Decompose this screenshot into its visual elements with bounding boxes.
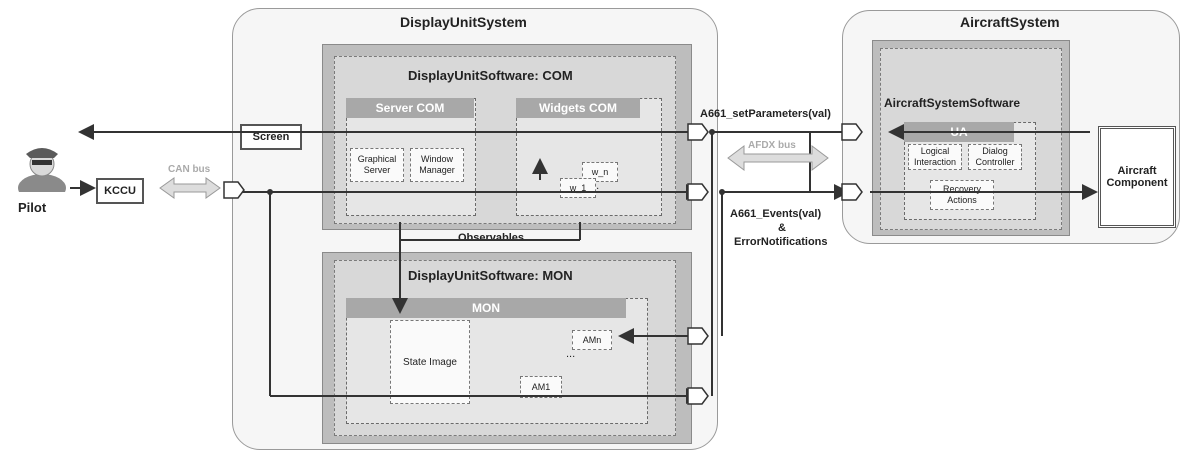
widgets-com-title: Widgets COM bbox=[516, 98, 640, 118]
am-1: AM1 bbox=[520, 376, 562, 398]
com-software-title: DisplayUnitSoftware: COM bbox=[408, 68, 573, 83]
aircraft-system-title: AircraftSystem bbox=[960, 14, 1060, 30]
recovery-actions: Recovery Actions bbox=[930, 180, 994, 210]
state-image: State Image bbox=[390, 320, 470, 404]
aircraft-component-label: Aircraft Component bbox=[1106, 165, 1168, 189]
afdx-bus-label: AFDX bus bbox=[748, 140, 796, 151]
display-unit-system-title: DisplayUnitSystem bbox=[400, 14, 527, 30]
mon-software-title: DisplayUnitSoftware: MON bbox=[408, 268, 573, 283]
events-ampersand: & bbox=[778, 222, 786, 234]
window-manager: Window Manager bbox=[410, 148, 464, 182]
events-label: A661_Events(val) bbox=[730, 208, 822, 220]
am-ellipsis: ... bbox=[566, 348, 576, 360]
graphical-server: Graphical Server bbox=[350, 148, 404, 182]
mon-box-title: MON bbox=[346, 298, 626, 318]
pilot-label: Pilot bbox=[18, 200, 47, 215]
kccu-box: KCCU bbox=[96, 178, 144, 204]
dialog-controller: Dialog Controller bbox=[968, 144, 1022, 170]
logical-interaction: Logical Interaction bbox=[908, 144, 962, 170]
error-notifications-label: ErrorNotifications bbox=[734, 236, 828, 248]
aircraft-software-title: AircraftSystemSoftware bbox=[884, 96, 1021, 110]
server-com-title: Server COM bbox=[346, 98, 474, 118]
set-parameters-label: A661_setParameters(val) bbox=[700, 108, 831, 120]
kccu-label: KCCU bbox=[104, 185, 136, 197]
am-n: AMn bbox=[572, 330, 612, 350]
widget-w-n: w_n bbox=[582, 162, 618, 182]
aircraft-component-box: Aircraft Component bbox=[1098, 126, 1176, 228]
can-bus-label: CAN bus bbox=[168, 164, 211, 175]
screen-box: Screen bbox=[240, 124, 302, 150]
screen-label: Screen bbox=[252, 131, 290, 143]
